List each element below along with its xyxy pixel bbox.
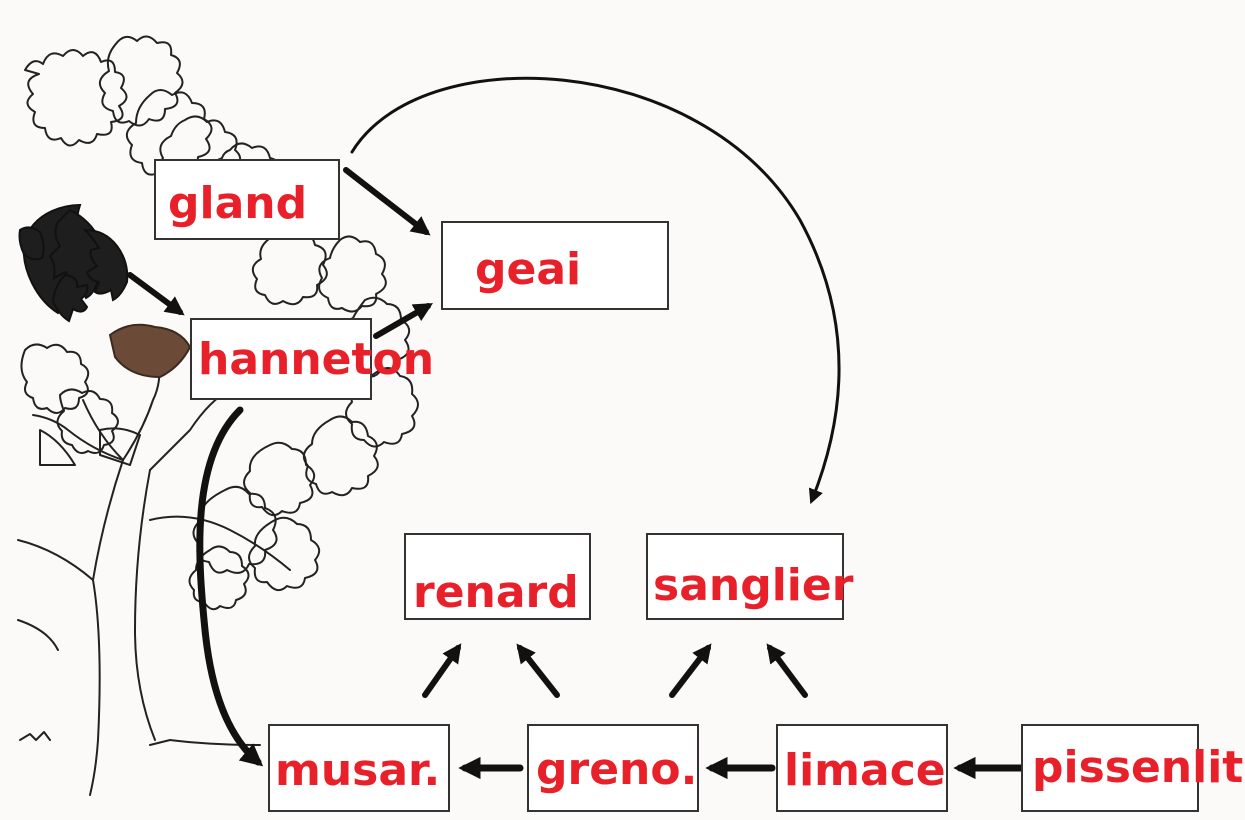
- node-box-hanneton: [190, 318, 372, 400]
- arrow-greno-to-renard: [516, 643, 560, 698]
- node-box-geai: [441, 221, 669, 310]
- arrow-musar-to-renard: [422, 643, 462, 698]
- node-box-pissenlit: [1021, 724, 1199, 812]
- arrow-hanneton-to-musar: [196, 406, 264, 767]
- node-label-geai: geai: [475, 244, 582, 295]
- node-label-gland: gland: [168, 178, 308, 229]
- arrow-gland-to-sanglier: [350, 76, 841, 505]
- node-label-hanneton: hanneton: [198, 334, 435, 385]
- node-label-renard: renard: [413, 567, 579, 618]
- node-label-pissenlit: pissenlit: [1032, 742, 1244, 793]
- node-label-musar: musar.: [275, 745, 441, 796]
- arrow-gland-to-geai: [343, 167, 431, 236]
- node-box-gland: [154, 159, 340, 240]
- arrow-hanneton-to-geai: [373, 303, 433, 339]
- node-box-renard: [404, 533, 591, 620]
- node-box-musar: [268, 724, 450, 812]
- node-label-sanglier: sanglier: [653, 560, 854, 611]
- arrow-greno-to-sanglier: [669, 643, 712, 698]
- node-label-limace: limace: [784, 745, 946, 796]
- node-box-limace: [776, 724, 948, 812]
- node-box-greno: [527, 724, 699, 812]
- node-box-sanglier: [646, 533, 844, 620]
- node-label-greno: greno.: [536, 744, 698, 795]
- arrow-leaves-to-hanneton: [127, 272, 185, 316]
- arrow-limace-to-sanglier: [766, 643, 808, 698]
